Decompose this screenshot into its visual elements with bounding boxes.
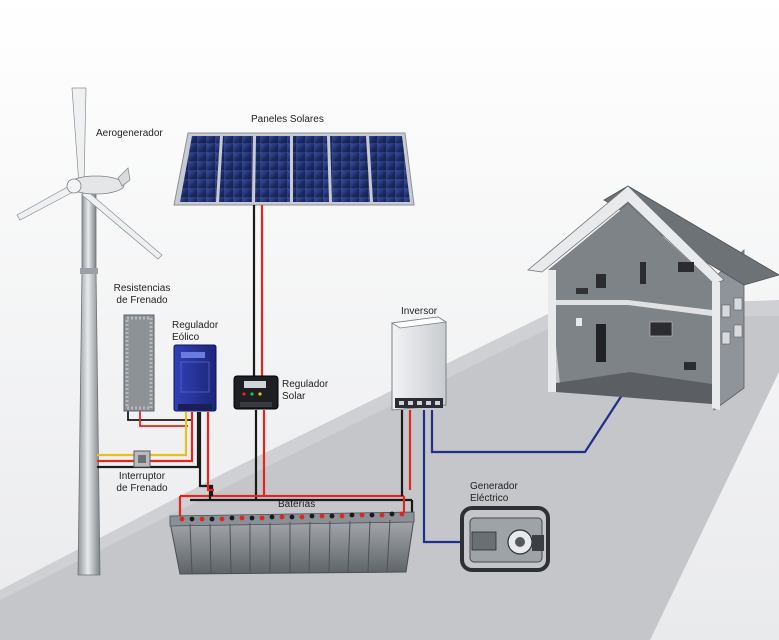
house	[527, 185, 779, 411]
inverter	[390, 316, 448, 411]
wind-turbine	[16, 87, 163, 576]
wind-regulator-label-line1: Regulador	[172, 320, 219, 331]
wind-regulator	[173, 344, 217, 412]
brake-switch-label-line1: Interruptor	[118, 471, 166, 482]
solar-panels-label: Paneles Solares	[251, 114, 324, 125]
solar-regulator-label-line2: Solar	[282, 391, 306, 402]
brake-switch-label: Interruptor de Frenado	[110, 471, 174, 495]
solar-regulator-label-line1: Regulador	[282, 379, 329, 390]
wind-turbine-label: Aerogenerador	[96, 128, 163, 139]
wind-regulator-label-line2: Eólico	[172, 332, 200, 343]
battery-terminals	[179, 511, 405, 522]
wiring	[97, 205, 623, 544]
batteries-label: Baterías	[278, 499, 316, 510]
solar-regulator-label: Regulador Solar	[282, 379, 328, 403]
wind-regulator-label: Regulador Eólico	[172, 320, 218, 344]
brake-switch	[133, 450, 151, 468]
inverter-label: Inversor	[401, 306, 438, 317]
generator-label: Generador Eléctrico	[470, 481, 518, 505]
brake-resistors-label-line2: de Frenado	[116, 295, 168, 306]
electric-generator	[460, 506, 550, 572]
battery-bank	[169, 511, 415, 575]
brake-switch-label-line2: de Frenado	[116, 483, 168, 494]
solar-regulator	[233, 375, 279, 410]
brake-resistor-bank	[123, 314, 155, 412]
solar-panel-array	[173, 132, 415, 206]
generator-label-line2: Eléctrico	[470, 493, 509, 504]
generator-label-line1: Generador	[470, 481, 518, 492]
brake-resistors-label: Resistencias de Frenado	[112, 283, 172, 307]
brake-resistors-label-line1: Resistencias	[113, 283, 171, 294]
